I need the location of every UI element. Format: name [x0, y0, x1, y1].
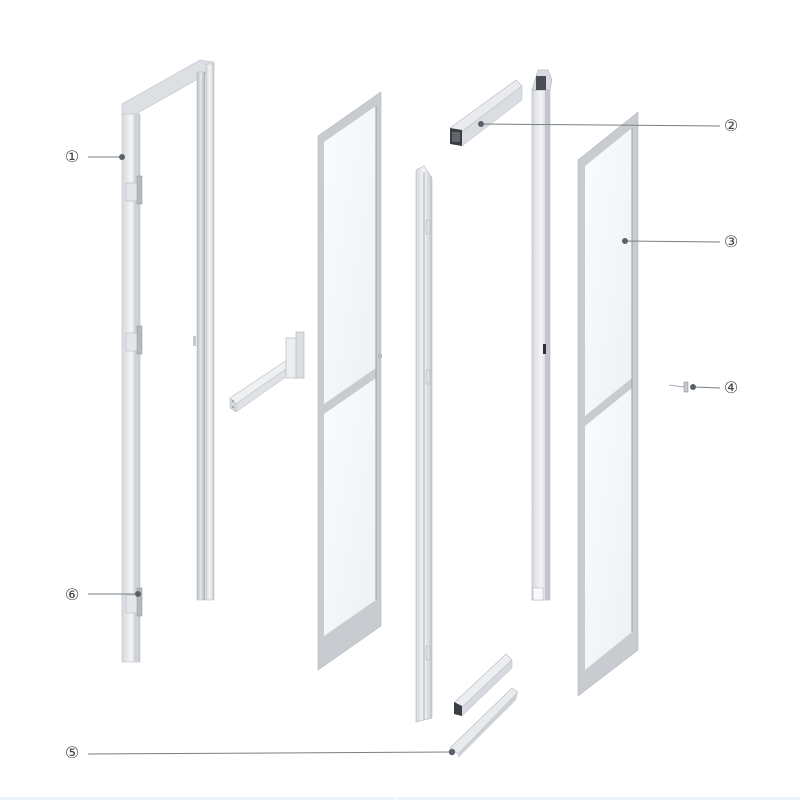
callout-label-4: ④ [722, 378, 740, 397]
door-frame [121, 59, 215, 663]
side-profile [415, 165, 433, 723]
hinge-icon [125, 325, 143, 355]
bottom-bar-right [397, 797, 800, 800]
hinge-icon [125, 587, 143, 617]
bottom-sweep [449, 687, 519, 758]
callout-label-1: ① [63, 147, 81, 166]
bottom-bar-left [0, 797, 395, 800]
header-rail [449, 79, 523, 147]
glazed-panel-right [577, 111, 639, 697]
bottom-rail [454, 653, 513, 717]
screw-icon [668, 381, 689, 393]
callout-label-2: ② [722, 116, 740, 135]
callout-label-3: ③ [722, 232, 740, 251]
push-bar-handle [229, 331, 305, 413]
hinge-icon [125, 175, 143, 205]
lock-stile [531, 69, 553, 601]
leader-dots [119, 121, 696, 756]
callout-label-6: ⑥ [63, 585, 81, 604]
leader-lines [87, 123, 721, 755]
callout-label-5: ⑤ [63, 743, 81, 762]
glazed-panel-left [317, 91, 383, 671]
